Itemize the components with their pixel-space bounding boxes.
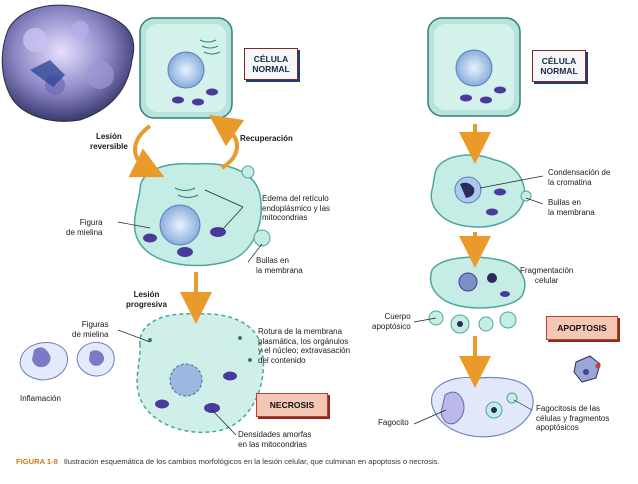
right-normal-cell (427, 17, 521, 117)
label-lesion-progresiva: Lesión progresiva (126, 290, 167, 309)
label-densidades: Densidades amorfas en las mitocondrias (238, 430, 312, 449)
right-condensing-cell (430, 154, 532, 228)
right-phagocyte (431, 376, 534, 438)
box-necrosis: NECROSIS (256, 393, 328, 417)
label-fagocito: Fagocito (378, 418, 409, 427)
arrow-lesion-reversible (128, 124, 165, 178)
label-bullas-right: Bullas en la membrana (548, 198, 595, 217)
label-rotura: Rotura de la membrana plasmática, los or… (258, 327, 351, 365)
label-edema: Edema del retículo endoplásmico y las mi… (262, 194, 331, 222)
label-fagocitosis: Fagocitosis de las células y fragmentos … (536, 404, 610, 432)
left-normal-cell (139, 17, 233, 119)
label-figuras-mielina: Figuras de mielina (72, 320, 109, 339)
label-condensacion: Condensación de la cromatina (548, 168, 611, 187)
label-inflamacion: Inflamación (20, 394, 61, 403)
label-bullas-left: Bullas en la membrana (256, 256, 303, 275)
label-fragmentacion: Fragmentación celular (520, 266, 574, 285)
box-apoptosis: APOPTOSIS (546, 316, 618, 340)
caption-text: Ilustración esquemática de los cambios m… (63, 457, 440, 466)
inflammation-cells (19, 341, 115, 381)
decorative-blob (1, 4, 135, 122)
arrow-recuperacion (208, 114, 245, 170)
label-lesion-reversible: Lesión reversible (90, 132, 128, 151)
left-necrotic-cell (136, 313, 265, 434)
label-recuperacion: Recuperación (240, 134, 293, 143)
box-celula-normal-left: CÉLULA NORMAL (244, 48, 298, 80)
right-fragmenting-cell (428, 256, 526, 334)
left-swollen-cell (133, 162, 271, 267)
label-figura-mielina: Figura de mielina (66, 218, 103, 237)
leader-lines (117, 175, 544, 436)
label-cuerpo-apoptosico: Cuerpo apoptósico (372, 312, 411, 331)
decorative-molecule (573, 355, 601, 383)
figure-number: FIGURA 1-8 (16, 457, 58, 466)
box-celula-normal-right: CÉLULA NORMAL (532, 50, 586, 82)
figure-caption: FIGURA 1-8 Ilustración esquemática de los… (16, 457, 440, 466)
